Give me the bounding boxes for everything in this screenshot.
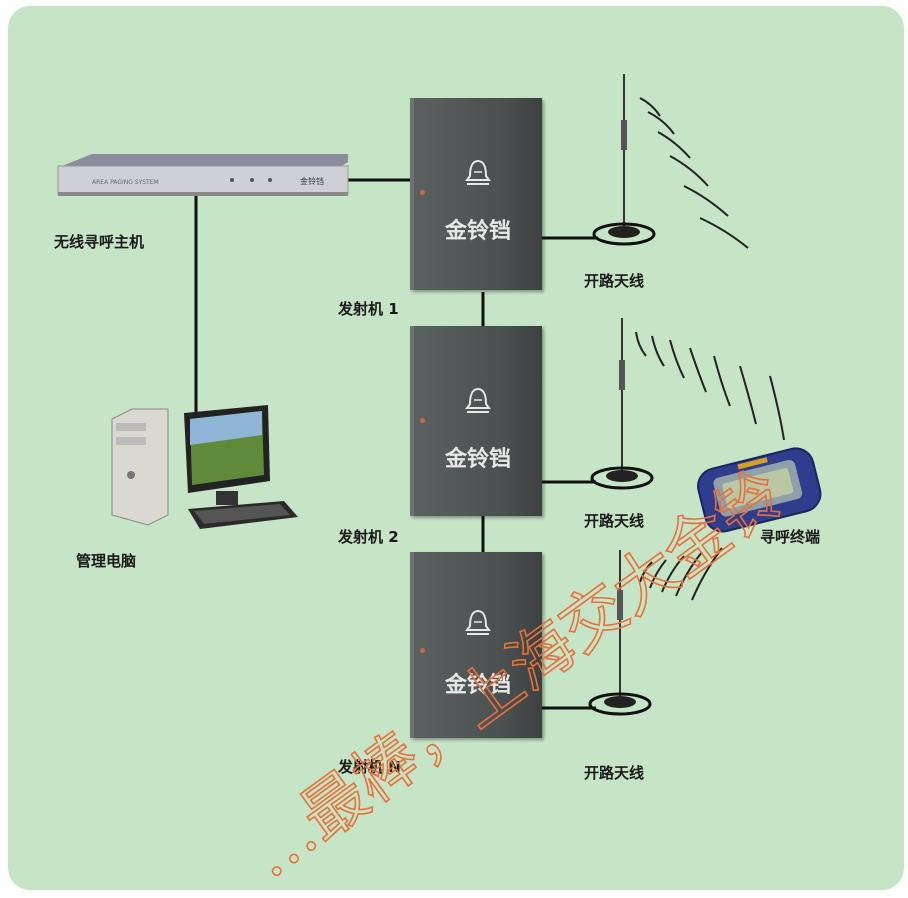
label-transmitter-n: 发射机 N [338,758,401,776]
transmitter-n-cabinet: 金铃铛 [410,552,542,738]
waves-3-icon [639,547,723,601]
antenna-2-icon [590,318,654,490]
label-transmitter-2: 发射机 2 [338,528,399,546]
antenna-1-icon [592,74,656,246]
waves-1-icon [639,97,749,249]
bell-logo-icon [465,609,491,635]
bell-logo-icon [465,159,491,185]
management-pc-icon [111,405,298,529]
bell-logo-icon [465,387,491,413]
label-pager: 寻呼终端 [760,528,821,546]
transmitter-1-cabinet: 金铃铛 [410,98,542,290]
label-antenna-2: 开路天线 [584,512,645,530]
transmitter-2-cabinet: 金铃铛 [410,326,542,516]
label-antenna-3: 开路天线 [584,764,645,782]
label-antenna-1: 开路天线 [584,272,645,290]
host-panel-text: AREA PAGING SYSTEM [92,179,159,186]
label-management-pc: 管理电脑 [76,552,137,570]
cabinet-brand: 金铃铛 [444,219,511,244]
label-transmitter-1: 发射机 1 [338,300,399,318]
antenna-3-icon [588,550,652,716]
label-paging-host: 无线寻呼主机 [54,233,145,251]
paging-host-icon: AREA PAGING SYSTEM 金铃铛 [57,154,349,196]
cabinet-brand: 金铃铛 [444,447,511,472]
waves-2-icon [635,331,785,441]
pager-device-icon [697,447,822,533]
cabinet-brand: 金铃铛 [444,673,511,698]
host-logo-text: 金铃铛 [300,176,324,186]
